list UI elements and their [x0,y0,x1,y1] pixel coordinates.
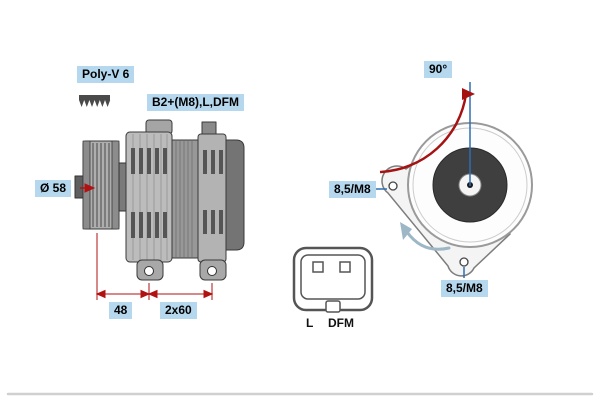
shaft-stub [74,175,84,199]
front-bracket [125,131,173,263]
mount-hole-bottom-label: 8,5/M8 [441,280,488,297]
terminals-label: B2+(M8),L,DFM [147,94,244,111]
dimension-2x60-label: 2x60 [160,302,197,319]
connector-diagram [292,246,374,313]
shaft-spacer [118,162,127,212]
rear-bracket [197,133,227,263]
connector-pin-dfm-label: DFM [328,316,354,330]
poly-v-belt-icon [79,95,111,107]
mount-hole-left-label: 8,5/M8 [329,181,376,198]
connector-key-notch [325,300,341,313]
rotation-arrow-icon [400,222,451,251]
dimension-lines [80,183,214,300]
stator-band [171,139,199,259]
connector-pin-dfm [339,261,351,273]
alternator-side-view [74,95,245,281]
rear-cover [225,139,245,251]
connector-pin-l [312,261,324,273]
dimension-48-label: 48 [109,302,133,319]
mount-hole-bottom [459,257,469,267]
connector-pin-l-label: L [306,316,314,330]
mounting-lugs [136,259,227,281]
pulley-diameter-label: Ø 58 [35,180,72,197]
mount-hole-left [388,181,398,191]
mounting-angle-label: 90° [424,61,453,78]
belt-type-label: Poly-V 6 [77,66,135,83]
alternator-front-view [361,82,533,278]
angle-arc [379,88,475,174]
